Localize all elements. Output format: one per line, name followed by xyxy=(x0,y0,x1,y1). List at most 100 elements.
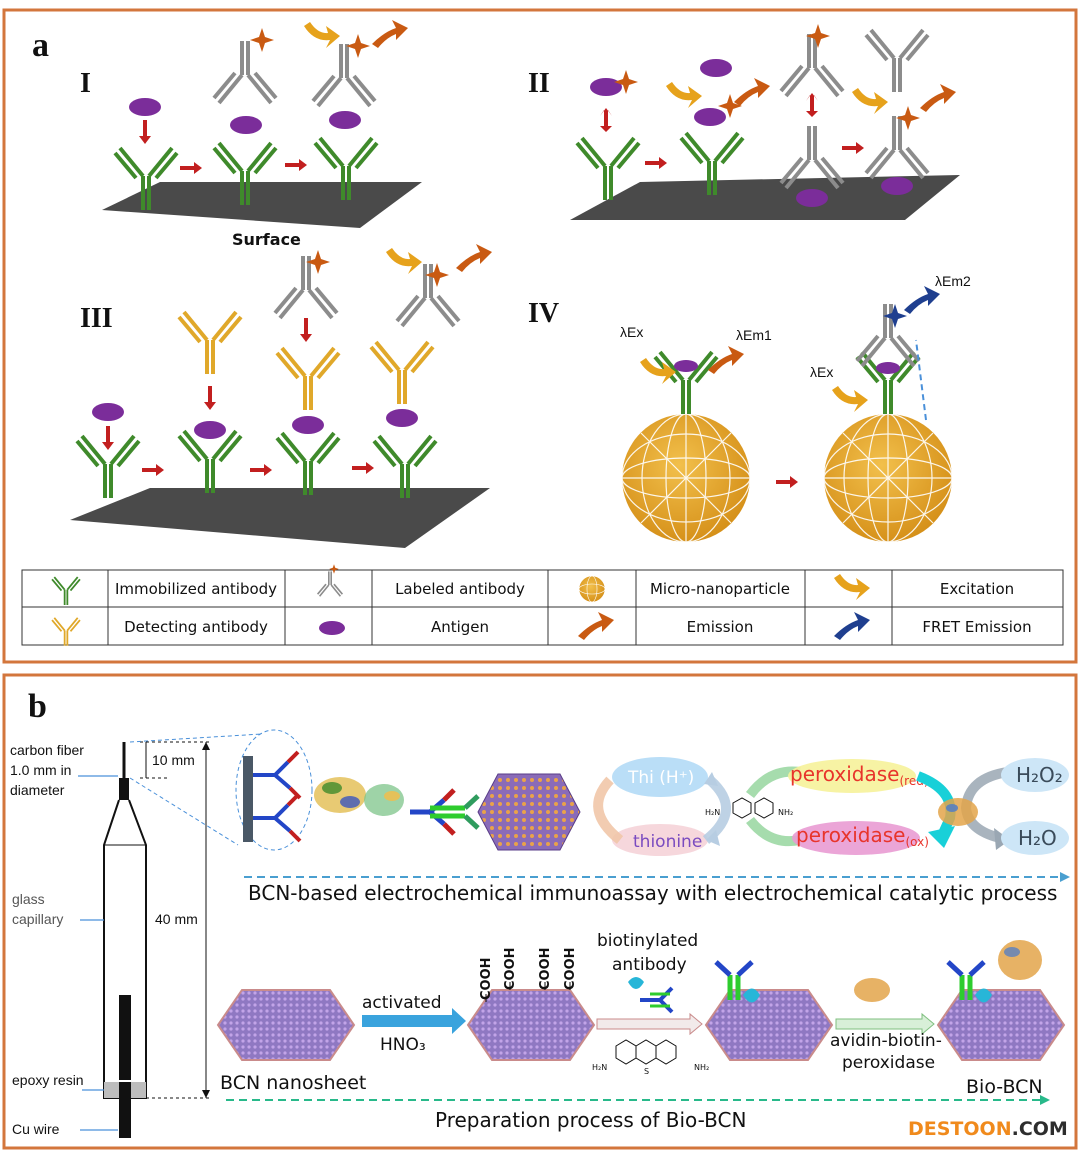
surface-iii xyxy=(70,488,490,548)
carbon-fiber-label-2: 1.0 mm in xyxy=(10,762,71,778)
thionine-label: thionine xyxy=(633,832,702,852)
step-ii-4 xyxy=(852,28,956,195)
arrow-right xyxy=(180,162,202,174)
legend-detecting-label: Detecting antibody xyxy=(124,618,268,636)
h2o-bg xyxy=(1001,821,1069,855)
biotinylated-label-2: antibody xyxy=(612,955,687,975)
epoxy-label: epoxy resin xyxy=(12,1072,84,1088)
step-iii-2 xyxy=(177,310,243,495)
chem-structure-bottom xyxy=(615,1039,677,1065)
sphere-1 xyxy=(621,346,751,543)
protein-cluster xyxy=(314,777,404,816)
cooh-label-3: COOH xyxy=(538,947,553,990)
step-iii-3 xyxy=(273,250,341,497)
peroxidase-red-label: peroxidase(red) xyxy=(790,762,929,788)
biotinylated-label-1: biotinylated xyxy=(597,931,698,951)
legend-particle-icon xyxy=(578,575,606,603)
panel-a-frame xyxy=(2,8,1078,664)
legend-excitation-label: Excitation xyxy=(940,580,1014,598)
legend-particle-label: Micro-nanoparticle xyxy=(650,580,790,598)
enzyme-blob xyxy=(854,978,890,1002)
hno3-label: HNO₃ xyxy=(380,1035,426,1055)
avidin-arrow xyxy=(835,1012,935,1036)
top-caption: BCN-based electrochemical immunoassay wi… xyxy=(248,881,1057,905)
legend-emission-label: Emission xyxy=(687,618,754,636)
legend-table: Immobilized antibody Labeled antibody Mi… xyxy=(21,564,1064,647)
arrow-right xyxy=(250,464,272,476)
thi-label: Thi (H⁺) xyxy=(627,768,694,788)
step-ii-2 xyxy=(666,59,770,197)
bcn-nanosheet-label: BCN nanosheet xyxy=(220,1072,366,1094)
lambda-ex-2: λEx xyxy=(810,364,833,380)
bcn-nanosheet xyxy=(216,989,356,1061)
cooh-label-4: COOH xyxy=(563,947,578,990)
bcn-sheet-top xyxy=(477,773,581,851)
avidin-label-2: peroxidase xyxy=(842,1053,935,1073)
catalytic-arrows xyxy=(916,767,1010,850)
watermark: DESTOON.COM xyxy=(908,1118,1068,1140)
legend-antigen-icon xyxy=(319,621,345,635)
step-i-2 xyxy=(212,28,278,207)
peroxidase-ox-bg xyxy=(792,821,920,855)
arrow-right xyxy=(645,157,667,169)
cooh-groups xyxy=(485,982,571,1002)
antibody-sheet xyxy=(704,989,834,1061)
carbon-fiber-label-1: carbon fiber xyxy=(10,742,84,758)
sphere-2 xyxy=(823,286,953,543)
glass-label-1: glass xyxy=(12,891,45,907)
legend-immobilized-label: Immobilized antibody xyxy=(115,580,277,598)
step-iii-4 xyxy=(369,244,492,500)
lambda-em2: λEm2 xyxy=(935,273,971,289)
cooh-label-2: COOH xyxy=(503,947,518,990)
chem-top-nh2: NH₂ xyxy=(778,808,793,817)
dimension-40mm: 40 mm xyxy=(155,911,198,927)
avidin-label-1: avidin-biotin- xyxy=(830,1031,942,1051)
cu-wire-label: Cu wire xyxy=(12,1121,60,1137)
thionine-cycle xyxy=(593,757,801,856)
legend-antigen-label: Antigen xyxy=(431,618,489,636)
peroxidase-red-bg xyxy=(788,759,916,793)
chem-bottom-nh2: NH₂ xyxy=(694,1063,709,1072)
step-ii-1 xyxy=(575,70,641,202)
lambda-ex-1: λEx xyxy=(620,324,643,340)
chem-structure-top xyxy=(732,797,774,819)
biotin-arrow xyxy=(596,1012,703,1036)
step-iii-1 xyxy=(75,403,141,500)
dimension-10mm: 10 mm xyxy=(152,752,195,768)
activation-arrow xyxy=(362,1008,466,1034)
h2o-label: H₂O xyxy=(1018,826,1057,850)
top-process-arrow-head xyxy=(1060,872,1070,882)
cooh-label-1: COOH xyxy=(479,957,494,1000)
zoom-electrode xyxy=(235,729,313,851)
panel-a-letter: a xyxy=(32,27,49,64)
bio-bcn-antibody xyxy=(946,940,1042,1003)
surface-ii xyxy=(570,175,960,220)
panel-b-letter: b xyxy=(28,688,47,725)
bio-bcn-sheet xyxy=(936,989,1066,1061)
bottom-process-arrow-head xyxy=(1040,1095,1050,1105)
surface-label: Surface xyxy=(232,230,301,249)
h2o2-label: H₂O₂ xyxy=(1016,763,1063,787)
chem-top-h2n: H₂N xyxy=(705,808,720,817)
antigen xyxy=(129,98,161,116)
section-iv-label: IV xyxy=(528,298,559,329)
panel-b-frame xyxy=(2,673,1078,1150)
section-i-label: I xyxy=(80,68,91,99)
activated-sheet xyxy=(466,989,596,1061)
step-i-3 xyxy=(304,20,408,202)
h2o2-bg xyxy=(1001,758,1069,792)
activated-label: activated xyxy=(362,993,442,1013)
step-i-1 xyxy=(113,98,179,212)
carbon-fiber-label-3: diameter xyxy=(10,782,65,798)
chem-bottom-s: S xyxy=(644,1067,649,1076)
step-ii-3 xyxy=(779,24,845,207)
arrow-right xyxy=(842,142,864,154)
arrow-right xyxy=(142,464,164,476)
electrode-diagram xyxy=(78,733,263,1138)
section-iii-label: III xyxy=(80,303,113,334)
arrow-right xyxy=(352,462,374,474)
section-ii-label: II xyxy=(528,68,550,99)
arrow-right xyxy=(776,476,798,488)
antibody-on-sheet xyxy=(714,960,760,1003)
